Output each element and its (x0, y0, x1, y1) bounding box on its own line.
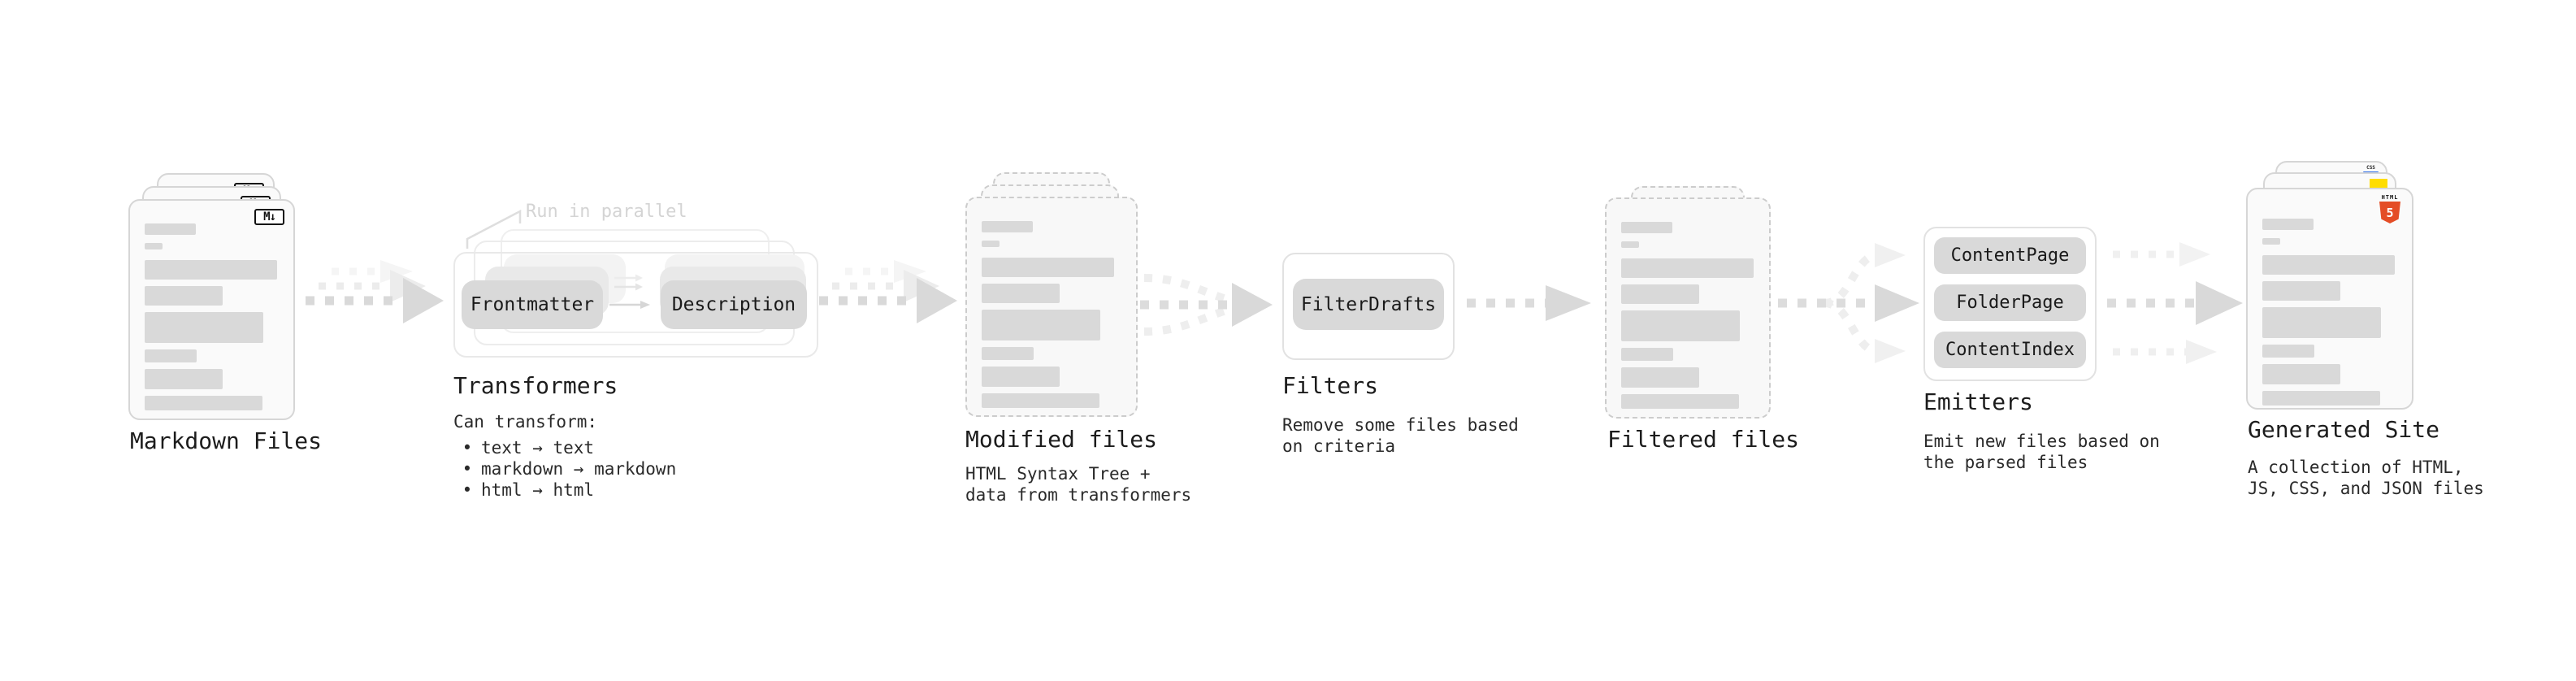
js-icon (2370, 179, 2387, 189)
contentpage-node: ContentPage (1934, 237, 2086, 274)
flow-arrow-emitters-to-generated (2107, 242, 2243, 364)
desc-line: data from transformers (965, 485, 1192, 505)
stage-label-markdown-files: Markdown Files (130, 427, 323, 454)
desc-line: A collection of HTML, (2248, 458, 2464, 477)
text-placeholder-bars (967, 198, 1136, 408)
desc-line: Emit new files based on (1923, 432, 2160, 451)
flow-arrow-transformers-to-modified (819, 260, 957, 323)
stage-desc-generated-site: A collection of HTML, JS, CSS, and JSON … (2248, 457, 2484, 499)
node-link-arrows (609, 274, 650, 309)
bullet-dot: • (462, 480, 473, 500)
bullet-text: markdown → markdown (481, 459, 677, 479)
bullet-text: html → html (481, 480, 595, 500)
desc-line: Remove some files based (1282, 415, 1519, 435)
text-placeholder-bars (130, 201, 293, 410)
document-card-front (965, 197, 1138, 417)
stage-label-modified-files: Modified files (965, 426, 1158, 453)
stage-desc-modified-files: HTML Syntax Tree + data from transformer… (965, 463, 1191, 505)
callout-line (466, 209, 522, 249)
stage-label-filtered-files: Filtered files (1607, 426, 1800, 453)
flow-arrow-filtered-to-emitters (1778, 243, 1919, 363)
bullet-text: text → text (481, 438, 595, 458)
filterdrafts-node: FilterDrafts (1293, 279, 1444, 330)
text-placeholder-bars (2248, 189, 2412, 406)
flow-arrow-filters-to-filtered (1467, 285, 1591, 321)
folderpage-node: FolderPage (1934, 284, 2086, 321)
flow-arrow-modified-to-filters (1140, 274, 1273, 336)
stage-desc-emitters: Emit new files based on the parsed files (1923, 431, 2160, 473)
desc-line: the parsed files (1923, 453, 2088, 472)
bullet-dot: • (462, 459, 473, 479)
markdown-icon: M↓ (254, 209, 284, 225)
transformer-layer-front (453, 252, 818, 358)
frontmatter-node: Frontmatter (462, 280, 603, 329)
text-placeholder-bars (1607, 199, 1769, 409)
flow-arrow-markdown-to-transformers (306, 260, 444, 323)
desc-line: on criteria (1282, 436, 1396, 456)
stage-desc-transformers-bullets: • text → text • markdown → markdown • html … (453, 437, 677, 501)
bullet-dot: • (462, 438, 473, 458)
run-in-parallel-annotation: Run in parallel (526, 202, 687, 222)
html5-icon: HTML 5 (2378, 194, 2402, 223)
stage-label-emitters: Emitters (1923, 388, 2033, 415)
stage-desc-transformers-heading: Can transform: (453, 412, 598, 432)
stage-label-filters: Filters (1282, 372, 1379, 399)
document-card-front: HTML 5 (2246, 188, 2413, 410)
desc-line: HTML Syntax Tree + (965, 464, 1151, 484)
stage-desc-filters: Remove some files based on criteria (1282, 414, 1519, 457)
contentindex-node: ContentIndex (1934, 332, 2086, 368)
description-node: Description (661, 280, 807, 329)
stage-label-generated-site: Generated Site (2248, 416, 2440, 443)
desc-line: JS, CSS, and JSON files (2248, 479, 2484, 498)
document-card-front: M↓ (128, 199, 295, 420)
stage-label-transformers: Transformers (453, 372, 618, 399)
document-card-front (1605, 197, 1771, 419)
